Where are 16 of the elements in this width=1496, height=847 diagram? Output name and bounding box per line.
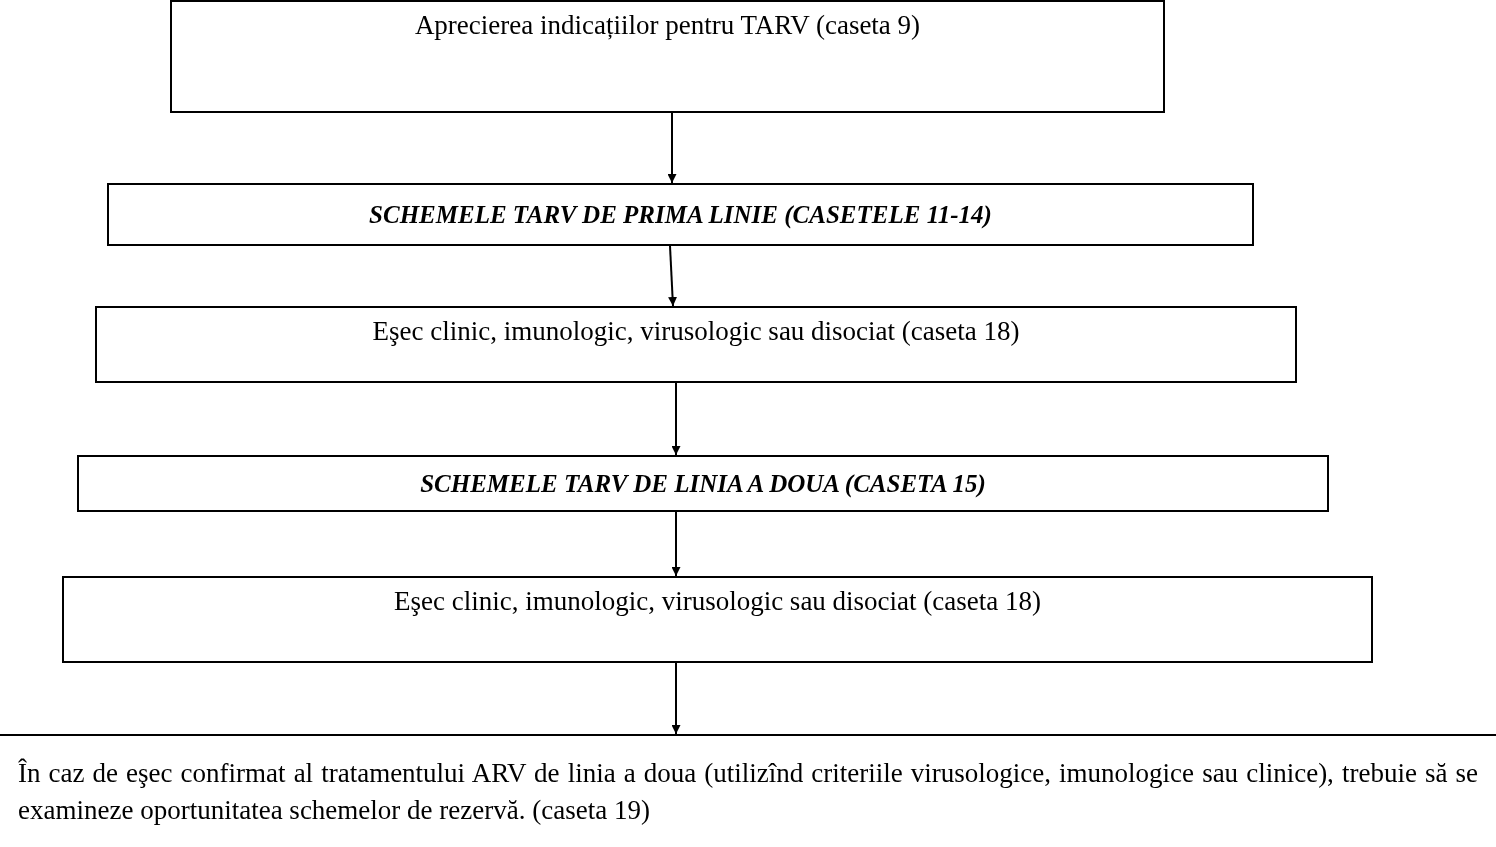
process-box <box>107 183 1254 246</box>
box-text: Eşec clinic, imunologic, virusologic sau disociat (caseta 18) <box>372 316 1020 347</box>
process-box <box>95 306 1297 383</box>
box-text: Aprecierea indicațiilor pentru TARV (caseta 9) <box>414 10 921 41</box>
arrow <box>668 245 678 307</box>
process-box <box>77 455 1329 512</box>
box-text: Eşec clinic, imunologic, virusologic sau disociat (caseta 18) <box>393 586 1042 617</box>
arrow <box>671 382 681 456</box>
arrow <box>671 511 681 577</box>
process-box <box>62 576 1373 663</box>
box-text: SCHEMELE TARV DE LINIA A DOUA (CASETA 15) <box>420 469 986 498</box>
box-text: SCHEMELE TARV DE PRIMA LINIE (CASETELE 11-14) <box>369 200 992 229</box>
process-box <box>170 0 1165 113</box>
arrow <box>671 662 681 735</box>
box-text: În caz de eşec confirmat al tratamentului ARV de linia a doua (utilizînd criteriile virusologice, imunologice sau clinice), trebuie să se examineze oportunitatea schemelor de rezervă. (caseta 19) <box>18 757 1478 827</box>
arrow <box>667 112 677 184</box>
